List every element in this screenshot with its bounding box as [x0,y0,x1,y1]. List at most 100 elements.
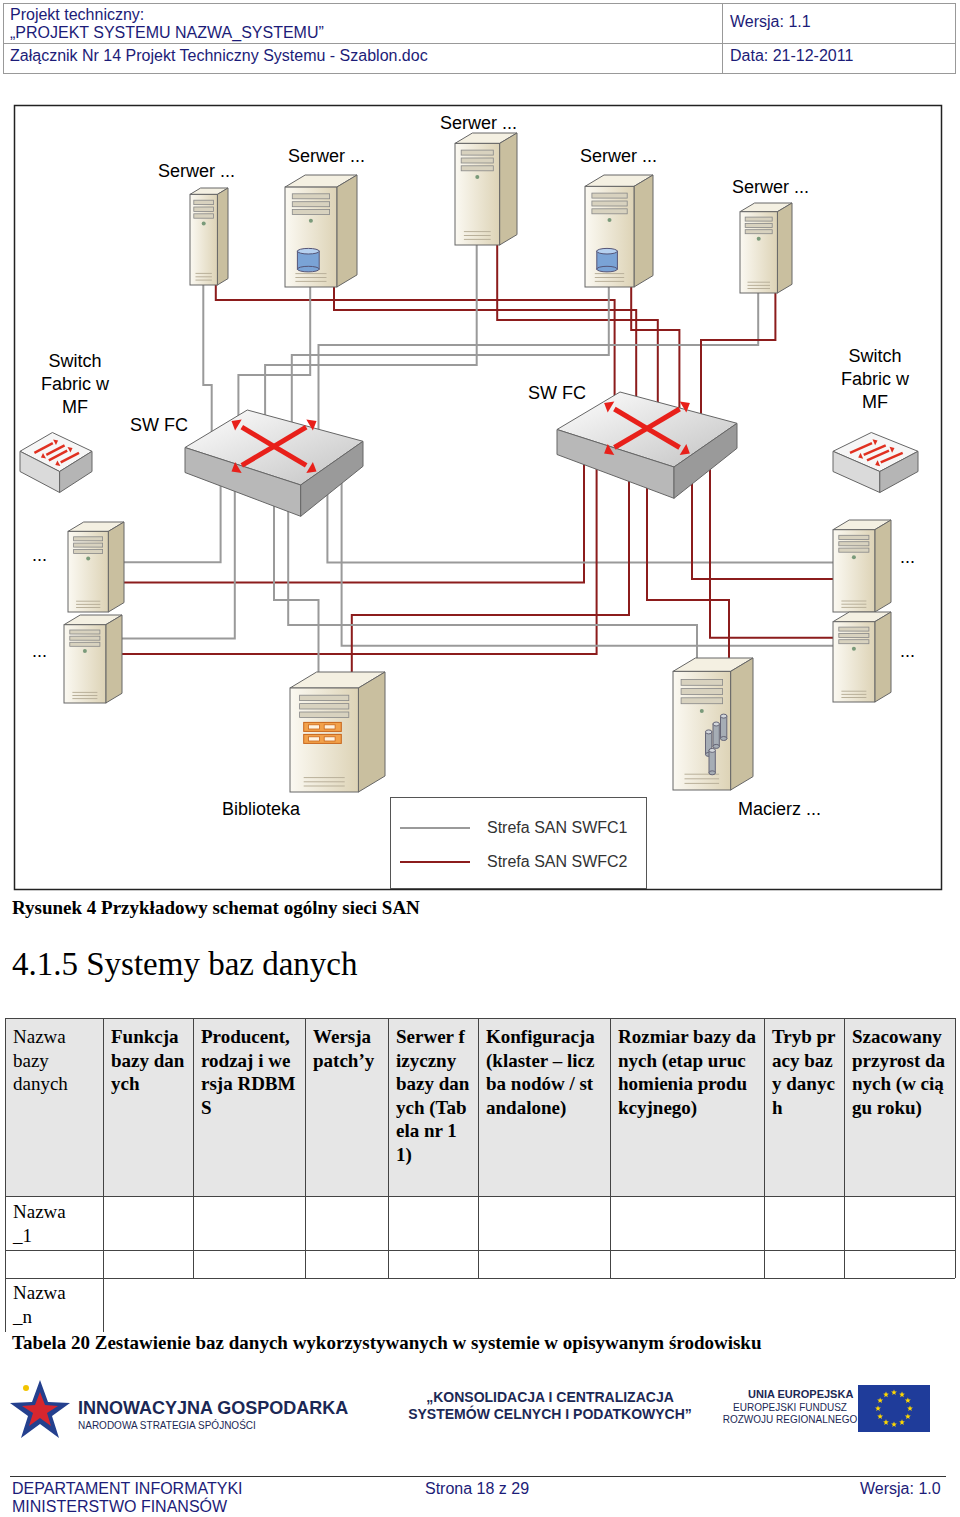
device-label: Switch Fabric w MF [830,345,920,414]
device-drawing [833,425,918,500]
device-label: ... [900,640,915,663]
device-icon [833,520,891,612]
san-wire [701,292,775,417]
network-device: Serwer ... [578,143,659,289]
device-label: Serwer ... [580,145,657,168]
legend-line-sample [400,827,470,829]
device-icon [20,425,92,500]
database-table [5,1018,956,1332]
text-label: Funkcja bazy danych [111,1025,185,1096]
network-device: Serwer ... [283,143,367,289]
text-label: Wersja: 1.0 [860,1479,941,1498]
network-device: SW FC [128,408,365,537]
device-drawing [585,175,653,287]
eu-star [899,1392,905,1398]
device-drawing [20,425,92,500]
network-device: Macierz ... [671,656,823,823]
network-device: Serwer ... [438,110,519,247]
device-icon [64,615,122,703]
eu-star [891,1421,897,1427]
text-label: UNIA EUROPEJSKA [748,1388,853,1401]
device-icon [585,175,653,287]
device-label: Serwer ... [732,176,809,199]
device-drawing [455,133,517,245]
san-wire [647,485,729,659]
device-label: Switch Fabric w MF [30,350,120,419]
text-label: Nazwa bazy danych [13,1025,77,1096]
device-label: ... [32,640,47,663]
eu-stars [875,1389,913,1427]
network-device: ... [831,610,917,704]
san-wire [327,492,834,563]
network-device: Switch Fabric w MF [18,348,122,502]
device-drawing [557,392,737,517]
san-wire [238,286,310,418]
device-drawing [290,672,385,792]
device-drawing [285,175,357,287]
device-drawing [64,615,122,703]
network-device: ... [831,518,917,614]
text-label: Nazwa_n [13,1281,75,1328]
device-icon [190,188,228,285]
legend-box [391,798,647,889]
device-icon [673,658,753,790]
text-label: DEPARTAMENT INFORMATYKI [12,1479,243,1498]
text-label: Nazwa_1 [13,1200,75,1247]
eu-star [883,1392,889,1398]
text-label: Strona 18 z 29 [425,1479,529,1498]
device-icon [833,425,918,500]
text-label: Projekt techniczny: [10,5,144,24]
device-drawing [833,612,891,702]
text-label: „PROJEKT SYSTEMU NAZWA_SYSTEMU” [10,23,324,42]
text-label: Tryb pracy bazy danych [772,1025,836,1119]
san-wire [203,284,211,434]
device-label: ... [900,546,915,569]
legend-line-sample [400,861,470,863]
device-label: Macierz ... [738,798,821,821]
device-drawing [673,658,753,790]
san-wire [123,483,221,562]
network-device: ... [30,613,124,705]
text-label: MINISTERSTWO FINANSÓW [12,1497,227,1516]
eu-star [905,1413,911,1419]
device-label: Serwer ... [440,112,517,135]
device-icon [833,612,891,702]
text-label: Producent, rodzaj i wersja RDBMS [201,1025,297,1119]
text-label: Wersja patch’y [313,1025,380,1072]
text-label: „KONSOLIDACJA I CENTRALIZACJA SYSTEMÓW C… [400,1389,700,1423]
eu-star [883,1419,889,1425]
device-icon [455,133,517,245]
san-wire [631,286,679,411]
san-wire [692,481,834,579]
legend-text: Strefa SAN SWFC2 [487,852,627,871]
eu-star [905,1397,911,1403]
network-device: Switch Fabric w MF [828,343,922,502]
text-label: Data: 21-12-2011 [730,46,853,65]
san-wire [288,509,697,660]
device-drawing [185,410,363,535]
device-icon [290,672,385,792]
device-drawing [740,203,792,293]
text-label: Rozmiar bazy danych (etap uruchomienia p… [618,1025,756,1119]
device-label: Serwer ... [158,160,235,183]
text-label: 4.1.5 Systemy baz danych [12,945,358,985]
san-wire [342,480,834,645]
san-wire [292,286,609,425]
eu-star [877,1413,883,1419]
device-label: SW FC [528,382,586,405]
device-icon [185,410,363,535]
eu-star [907,1405,913,1411]
san-wire [123,462,584,583]
diagram-frame [15,106,942,890]
device-icon [557,392,737,517]
san-wire [274,503,319,673]
device-label: SW FC [130,414,188,437]
device-label: Biblioteka [222,798,300,821]
network-device: Serwer ... [730,174,811,295]
san-wire [121,488,235,638]
device-drawing [190,188,228,285]
text-label: Serwer fizyczny bazy danych (Tabela nr 1… [396,1025,470,1166]
text-label: Wersja: 1.1 [730,12,811,31]
eu-star [899,1419,905,1425]
